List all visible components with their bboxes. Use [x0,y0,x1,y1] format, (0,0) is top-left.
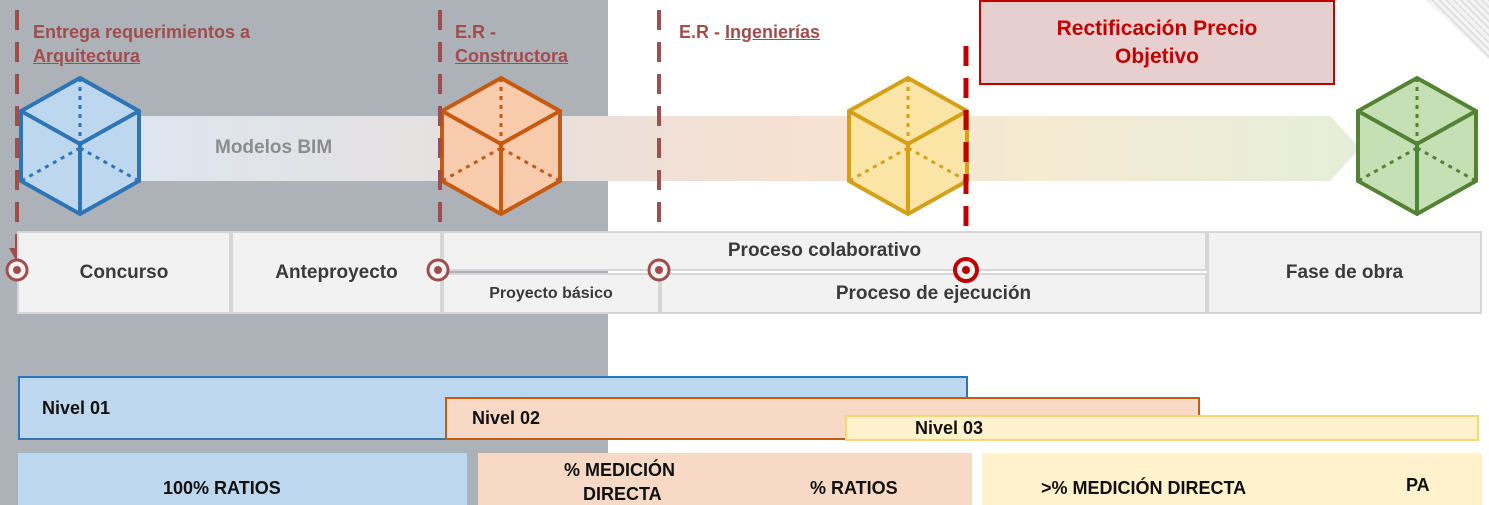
milestone-2-line1: E.R - [455,22,497,42]
rectificacion-box: Rectificación Precio Objetivo [979,0,1335,85]
band-pa-label: PA [1406,475,1430,495]
stage-concurso: Concurso [17,231,231,314]
milestone-label-2: E.R - Constructora [455,20,568,68]
band-medicion-directa-label: >% MEDICIÓN DIRECTA [1041,478,1247,498]
bim-flow-arrow [80,116,1360,181]
stage-proyecto-basico: Proyecto básico [442,273,660,314]
band-medicion-directa-pa: >% MEDICIÓN DIRECTA PA [982,453,1482,505]
stage-anteproyecto: Anteproyecto [231,231,442,314]
milestone-3-link[interactable]: Ingenierías [725,22,821,42]
milestone-1-link[interactable]: Arquitectura [33,46,141,66]
stage-proceso-ejecucion-label: Proceso de ejecución [835,282,1032,304]
band-ratios-100-label: 100% RATIOS [163,478,281,498]
milestone-label-1: Entrega requerimientos a Arquitectura [33,20,250,68]
stage-proyecto-basico-label: Proyecto básico [489,284,613,302]
cube-gold-icon [847,75,969,217]
level-02-label: Nivel 02 [472,408,541,428]
level-01-label: Nivel 01 [42,397,111,418]
milestone-3-prefix: E.R - [679,22,726,42]
stage-fase-obra: Fase de obra [1207,231,1482,314]
stage-proceso-colaborativo-label: Proceso colaborativo [727,240,922,261]
milestone-1-line1: Entrega requerimientos a [33,22,251,42]
band-medicion-line2: DIRECTA [583,484,662,504]
level-03-label: Nivel 03 [915,417,984,438]
cube-orange-icon [440,75,562,217]
flow-label: Modelos BIM [215,137,333,158]
rectificacion-line1: Rectificación Precio [1056,16,1258,40]
milestone-2-link[interactable]: Constructora [455,46,569,66]
band-ratios-label: % RATIOS [810,478,898,498]
stage-anteproyecto-label: Anteproyecto [275,261,398,283]
cube-blue-icon [19,75,141,217]
level-03-bar: Nivel 03 [845,415,1479,441]
stage-proceso-colaborativo: Proceso colaborativo [442,231,1207,271]
milestone-label-3: E.R - Ingenierías [679,20,820,44]
rectificacion-line2: Objetivo [1114,44,1199,68]
band-medicion-ratios: % MEDICIÓN DIRECTA % RATIOS [478,453,972,505]
stage-concurso-label: Concurso [79,261,169,283]
band-medicion-line1: % MEDICIÓN [564,460,676,480]
stage-fase-obra-label: Fase de obra [1285,261,1404,283]
cube-green-icon [1356,75,1478,217]
band-ratios-100: 100% RATIOS [18,453,467,505]
stage-proceso-ejecucion: Proceso de ejecución [660,273,1207,314]
